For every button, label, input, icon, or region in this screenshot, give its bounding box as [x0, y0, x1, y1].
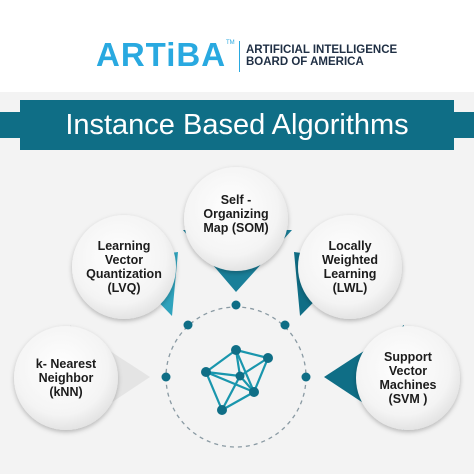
node-som-line3: Map (SOM) — [203, 221, 269, 235]
logo-trademark: TM — [226, 40, 235, 46]
node-svm-line1: Support — [384, 350, 432, 364]
logo-subtitle: ARTIFICIAL INTELLIGENCE BOARD OF AMERICA — [246, 44, 397, 68]
node-som-line2: Organizing — [203, 207, 269, 221]
logo-wordmark: ARTiBA — [96, 36, 227, 73]
node-lvq-line3: Quantization — [86, 267, 162, 281]
lvq-bubble — [72, 215, 176, 319]
logo-subtitle-line2: BOARD OF AMERICA — [246, 56, 364, 68]
node-lwl-line3: Learning — [323, 267, 377, 281]
node-knn-line3: (kNN) — [49, 385, 83, 399]
node-lwl-line4: (LWL) — [332, 281, 368, 295]
header: ARTiBA TM ARTIFICIAL INTELLIGENCE BOARD … — [0, 0, 474, 92]
node-svm: Support Vector Machines (SVM ) — [358, 338, 458, 418]
node-lvq-line2: Vector — [104, 253, 144, 267]
node-knn-line2: Neighbor — [38, 371, 94, 385]
network-nodes — [201, 345, 273, 415]
connector-dot-left — [161, 372, 171, 382]
node-lvq-line1: Learning — [97, 239, 151, 253]
node-svm-line2: Vector — [388, 364, 428, 378]
connector-dot-upper-right — [280, 320, 290, 330]
logo-divider — [239, 41, 240, 72]
node-lwl: Locally Weighted Learning (LWL) — [300, 227, 400, 307]
connector-dot-upper-left — [183, 320, 193, 330]
node-knn: k- Nearest Neighbor (kNN) — [16, 340, 116, 416]
node-svm-line4: (SVM ) — [388, 392, 428, 406]
knn-bubble — [14, 326, 118, 430]
connector-dot-top — [231, 300, 241, 310]
title-banner: Instance Based Algorithms — [20, 100, 454, 150]
network-polyhedron-icon — [204, 348, 270, 411]
page-title: Instance Based Algorithms — [65, 108, 409, 141]
node-knn-line1: k- Nearest — [35, 357, 97, 371]
node-svm-line3: Machines — [379, 378, 437, 392]
node-lwl-line1: Locally — [328, 239, 372, 253]
som-bubble — [184, 167, 288, 271]
node-lwl-line2: Weighted — [321, 253, 379, 267]
node-lvq: Learning Vector Quantization (LVQ) — [74, 227, 174, 307]
lwl-bubble — [298, 215, 402, 319]
svm-bubble — [356, 326, 460, 430]
connector-dot-right — [301, 372, 311, 382]
logo-subtitle-line1: ARTIFICIAL INTELLIGENCE — [246, 44, 398, 56]
node-som-line1: Self - — [220, 193, 252, 207]
node-lvq-line4: (LVQ) — [107, 281, 141, 295]
node-som: Self - Organizing Map (SOM) — [186, 174, 286, 254]
